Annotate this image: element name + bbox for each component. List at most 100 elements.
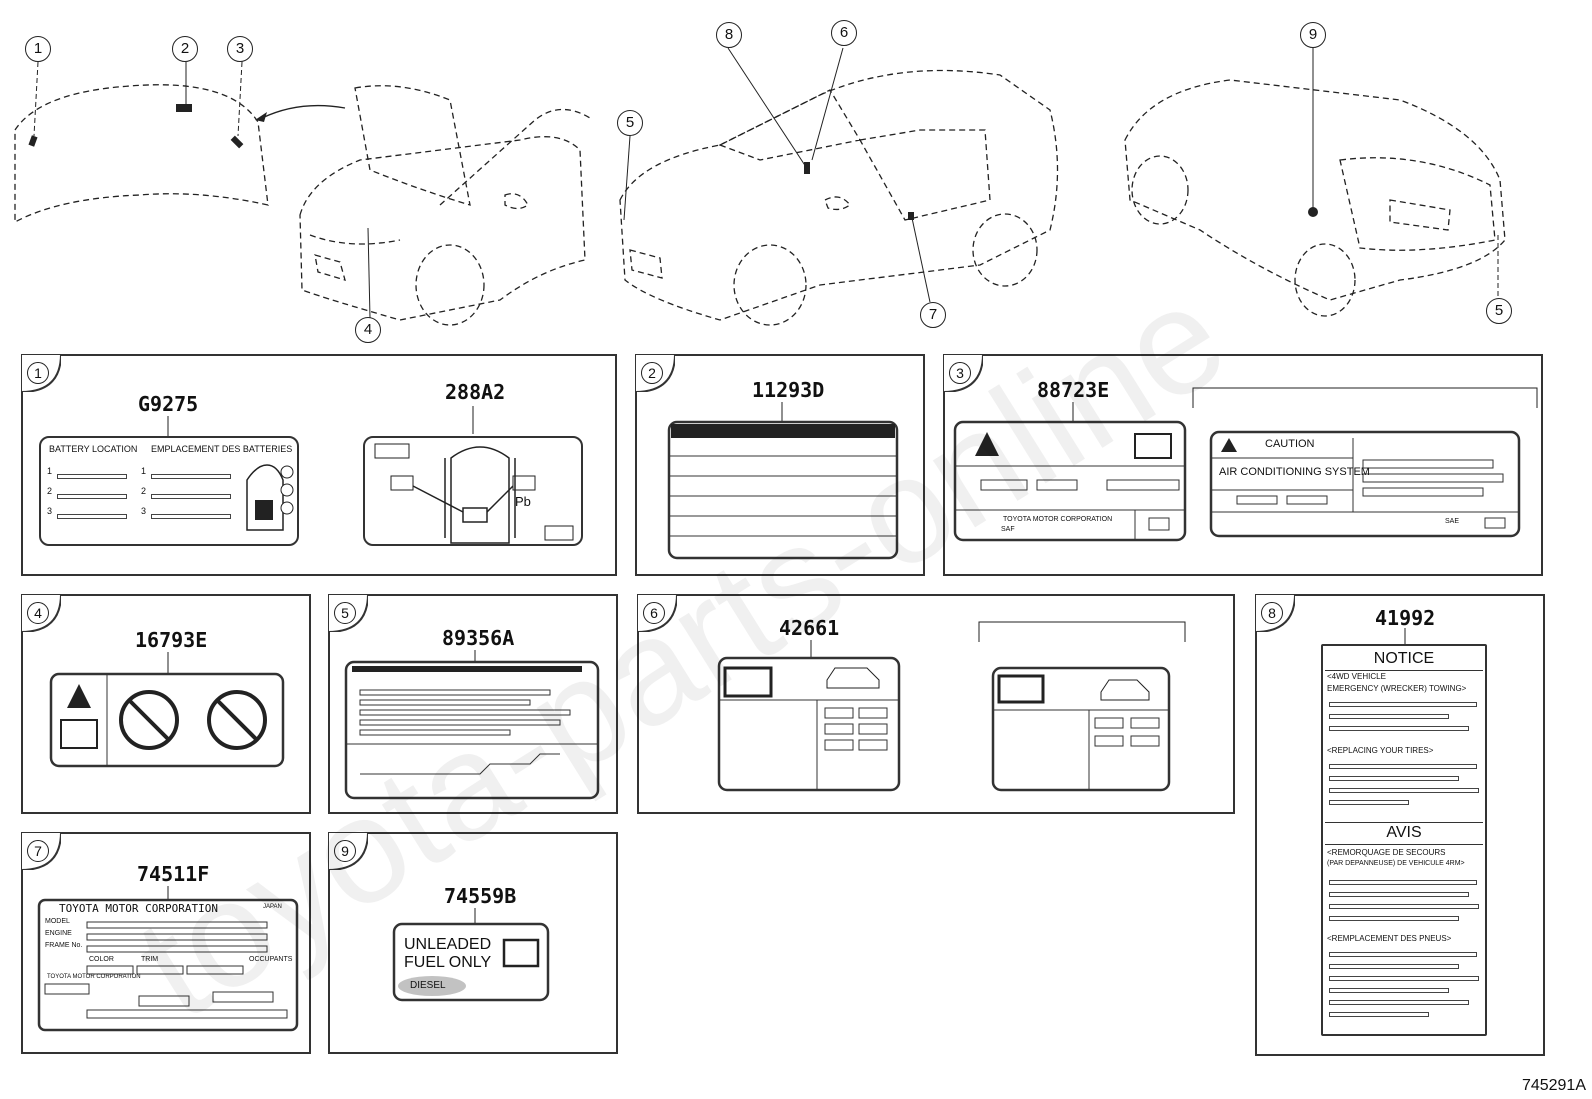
part-code: 74559B <box>444 884 517 908</box>
panel-number: 8 <box>1261 602 1283 624</box>
text-bar <box>1329 702 1477 707</box>
panel-8: 8 41992 NOTICE <4WD VEHICLE EMERGENCY (W… <box>1254 593 1545 1056</box>
notice-title: NOTICE <box>1373 650 1435 667</box>
part-code: 89356A <box>442 626 515 650</box>
callout-1: 1 <box>25 36 51 62</box>
panel-1: 1 G9275 288A2 BATTERY LOCATION EMPLACEME… <box>20 353 617 576</box>
leader-line <box>1404 628 1406 644</box>
field-engine: ENGINE <box>45 930 72 937</box>
avis-sub2: (PAR DEPANNEUSE) DE VEHICULE 4RM> <box>1327 860 1465 867</box>
text-bar <box>1329 788 1479 793</box>
text-bar <box>151 514 231 519</box>
text-bar <box>1329 880 1477 885</box>
car-top-icon <box>246 464 294 531</box>
panel-number: 9 <box>334 840 356 862</box>
panel-number: 2 <box>641 362 663 384</box>
battery-location-fr-text: EMPLACEMENT DES BATTERIES <box>151 444 293 454</box>
row-num: 2 <box>47 486 53 496</box>
callout-8: 8 <box>716 22 742 48</box>
fuel-only-text: FUEL ONLY <box>404 954 492 971</box>
text-bar <box>1329 776 1459 781</box>
panel-number: 4 <box>27 602 49 624</box>
row-num: 1 <box>47 466 53 476</box>
text-bar <box>57 514 127 519</box>
text-bar <box>1329 916 1459 921</box>
callout-5-rear: 5 <box>1486 298 1512 324</box>
part-code: 41992 <box>1375 606 1436 630</box>
text-bar <box>1329 964 1459 969</box>
panel-5: 5 89356A <box>327 593 618 814</box>
panel-6: 6 42661 <box>636 593 1235 814</box>
callout-3: 3 <box>227 36 253 62</box>
panel-number: 6 <box>643 602 665 624</box>
ac-system-text: AIR CONDITIONING SYSTEM <box>1219 466 1370 478</box>
part-code: 11293D <box>752 378 825 402</box>
panel-tab: 1 <box>20 353 63 394</box>
panel-tab: 6 <box>636 593 679 634</box>
towing-notice-label: NOTICE <4WD VEHICLE EMERGENCY (WRECKER) … <box>1321 644 1487 1036</box>
text-bar <box>151 494 231 499</box>
ac-labels <box>953 387 1538 542</box>
part-code: 88723E <box>1037 378 1110 402</box>
panel-9: 9 74559B UNLEADED FUEL ONLY DIESEL <box>327 831 618 1054</box>
col-trim: TRIM <box>141 956 159 963</box>
callout-4: 4 <box>355 317 381 343</box>
text-bar <box>1329 1000 1469 1005</box>
text-bar <box>1329 892 1469 897</box>
callout-7: 7 <box>920 302 946 328</box>
col-occupants: OCCUPANTS <box>249 956 293 963</box>
panel-number: 7 <box>27 840 49 862</box>
caution-text: CAUTION <box>1265 438 1315 450</box>
vin-japan-text: JAPAN <box>263 904 282 910</box>
diesel-text: DIESEL <box>410 980 446 991</box>
text-bar <box>1329 800 1409 805</box>
avis-title: AVIS <box>1386 824 1422 841</box>
text-bar <box>1329 764 1477 769</box>
remplacement-pneus-text: <REMPLACEMENT DES PNEUS> <box>1327 934 1452 943</box>
text-bar <box>57 474 127 479</box>
vin-corp-bottom: TOYOTA MOTOR CORPORATION <box>47 974 141 980</box>
panel-number: 1 <box>27 362 49 384</box>
row-num: 3 <box>47 506 53 516</box>
part-code: 42661 <box>779 616 840 640</box>
part-code: 288A2 <box>445 380 506 404</box>
panel-tab: 3 <box>942 353 985 394</box>
panel-3: 3 88723E TOYOTA MOTOR CORPORATION SAF CA… <box>942 353 1543 576</box>
vin-plate <box>37 886 299 1032</box>
text-bar <box>1329 988 1449 993</box>
row-num: 1 <box>141 466 147 476</box>
pb-text: Pb <box>515 494 531 509</box>
notice-sub1: <4WD VEHICLE <box>1327 672 1386 681</box>
callout-6: 6 <box>831 20 857 46</box>
part-code: G9275 <box>138 392 199 416</box>
text-bar <box>1329 726 1469 731</box>
text-bar <box>1329 904 1479 909</box>
text-bar <box>1329 1012 1429 1017</box>
field-model: MODEL <box>45 918 70 925</box>
hood-warning-label <box>49 652 285 768</box>
panel-tab: 2 <box>634 353 677 394</box>
panel-7: 7 74511F TOYOTA MOTOR CORPORATION JAPAN … <box>20 831 311 1054</box>
bumper-label <box>344 650 600 800</box>
col-color: COLOR <box>89 956 114 963</box>
panel-tab: 9 <box>327 831 370 872</box>
text-bar <box>151 474 231 479</box>
sae-text: SAE <box>1445 518 1460 525</box>
row-num: 2 <box>141 486 147 496</box>
panel-tab: 7 <box>20 831 63 872</box>
callout-5-side: 5 <box>617 110 643 136</box>
battery-icon-label: Pb <box>363 436 583 546</box>
part-code: 74511F <box>137 862 210 886</box>
vehicle-illustrations <box>14 47 1506 326</box>
text-bar <box>1329 976 1479 981</box>
leader-lines <box>167 406 474 438</box>
tire-labels <box>717 621 1186 792</box>
unleaded-text: UNLEADED <box>404 936 492 953</box>
text-bar <box>57 494 127 499</box>
vin-corp-text: TOYOTA MOTOR CORPORATION <box>59 902 218 915</box>
part-code: 16793E <box>135 628 208 652</box>
replacing-tires-text: <REPLACING YOUR TIRES> <box>1327 746 1434 755</box>
panel-4: 4 16793E <box>20 593 311 814</box>
panel-number: 5 <box>334 602 356 624</box>
battery-diagram <box>374 443 574 544</box>
